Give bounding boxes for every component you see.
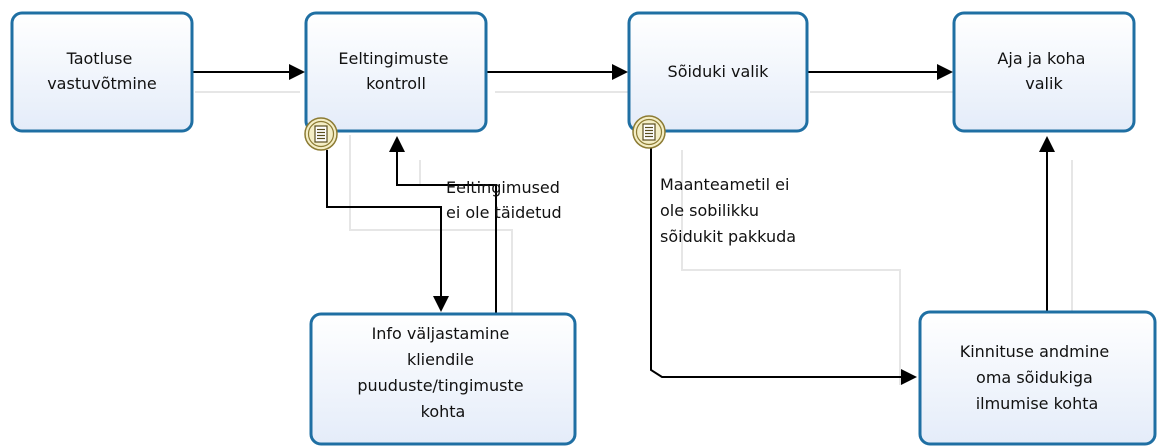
flow-eeltingimuste-info bbox=[326, 150, 442, 298]
shadow-line-4 bbox=[349, 135, 513, 315]
shadow-lines bbox=[195, 91, 1073, 385]
task-label-line: ilmumise kohta bbox=[976, 394, 1099, 413]
flow-label-line: Maanteametil ei bbox=[660, 175, 789, 194]
task-label: Eeltingimuste kontroll bbox=[338, 49, 453, 93]
task-label: Kinnituse andmine oma sõidukiga ilmumise… bbox=[960, 342, 1115, 413]
task-kinnituse-andmine[interactable]: Kinnituse andmine oma sõidukiga ilmumise… bbox=[918, 310, 1157, 446]
task-label: Taotluse vastuvõtmine bbox=[47, 49, 157, 93]
arrowheads bbox=[289, 64, 1055, 385]
arrowhead-icon bbox=[289, 64, 305, 80]
marker-document bbox=[314, 125, 328, 143]
task-label: Info väljastamine kliendile puuduste/tin… bbox=[357, 324, 528, 421]
task-label-line: Taotluse bbox=[66, 49, 133, 68]
task-box bbox=[918, 310, 1157, 446]
task-box bbox=[10, 11, 194, 133]
arrowhead-icon bbox=[901, 369, 917, 385]
task-label-line: valik bbox=[1025, 74, 1063, 93]
flow-info-eeltingimuste bbox=[396, 150, 497, 314]
task-label-line: kliendile bbox=[407, 350, 474, 369]
task-box bbox=[304, 11, 488, 133]
task-label: Sõiduki valik bbox=[668, 62, 770, 81]
flow-label-line: Eeltingimused bbox=[446, 178, 560, 197]
arrowhead-icon bbox=[937, 64, 953, 80]
task-label-line: vastuvõtmine bbox=[47, 74, 157, 93]
arrowhead-icon bbox=[1039, 136, 1055, 152]
task-label-line: Info väljastamine bbox=[372, 324, 510, 343]
task-box bbox=[627, 11, 809, 133]
flow-label-eeltingimused: Eeltingimused ei ole täidetud bbox=[446, 178, 565, 222]
task-label-line: Aja ja koha bbox=[997, 49, 1085, 68]
marker-inner-circle bbox=[307, 120, 335, 148]
task-taotlus[interactable]: Taotluse vastuvõtmine bbox=[10, 11, 194, 133]
flow-soiduki-kinnitus bbox=[650, 148, 903, 378]
conditional-event-icon[interactable] bbox=[632, 115, 666, 149]
task-label: Aja ja koha valik bbox=[997, 49, 1090, 93]
flow-label-line: ei ole täidetud bbox=[446, 203, 562, 222]
task-label-line: Eeltingimuste bbox=[338, 49, 448, 68]
task-aja-ja-koha-valik[interactable]: Aja ja koha valik bbox=[952, 11, 1136, 133]
arrowhead-icon bbox=[433, 296, 449, 312]
task-box bbox=[309, 312, 577, 446]
task-soiduki-valik[interactable]: Sõiduki valik bbox=[627, 11, 809, 133]
task-info-valjastamine[interactable]: Info väljastamine kliendile puuduste/tin… bbox=[309, 312, 577, 446]
marker-document bbox=[642, 123, 656, 141]
connectors bbox=[190, 71, 1048, 378]
marker-lines bbox=[317, 128, 325, 140]
arrowhead-icon bbox=[612, 64, 628, 80]
flow-label-line: sõidukit pakkuda bbox=[660, 227, 796, 246]
task-label-line: puuduste/tingimuste bbox=[357, 376, 523, 395]
conditional-event-icon[interactable] bbox=[304, 117, 338, 151]
task-label-line: kohta bbox=[421, 402, 466, 421]
flow-label-maanteamet: Maanteametil ei ole sobilikku sõidukit p… bbox=[660, 175, 796, 246]
arrowhead-icon bbox=[389, 136, 405, 152]
task-box bbox=[952, 11, 1136, 133]
marker-inner-circle bbox=[635, 118, 663, 146]
task-label-line: kontroll bbox=[366, 74, 426, 93]
task-eeltingimuste-kontroll[interactable]: Eeltingimuste kontroll bbox=[304, 11, 488, 133]
task-label-line: Sõiduki valik bbox=[668, 62, 770, 81]
task-label-line: Kinnituse andmine bbox=[960, 342, 1109, 361]
task-label-line: oma sõidukiga bbox=[976, 368, 1093, 387]
shadow-line-6 bbox=[681, 150, 901, 385]
flow-label-line: ole sobilikku bbox=[660, 201, 759, 220]
marker-lines bbox=[645, 126, 653, 138]
